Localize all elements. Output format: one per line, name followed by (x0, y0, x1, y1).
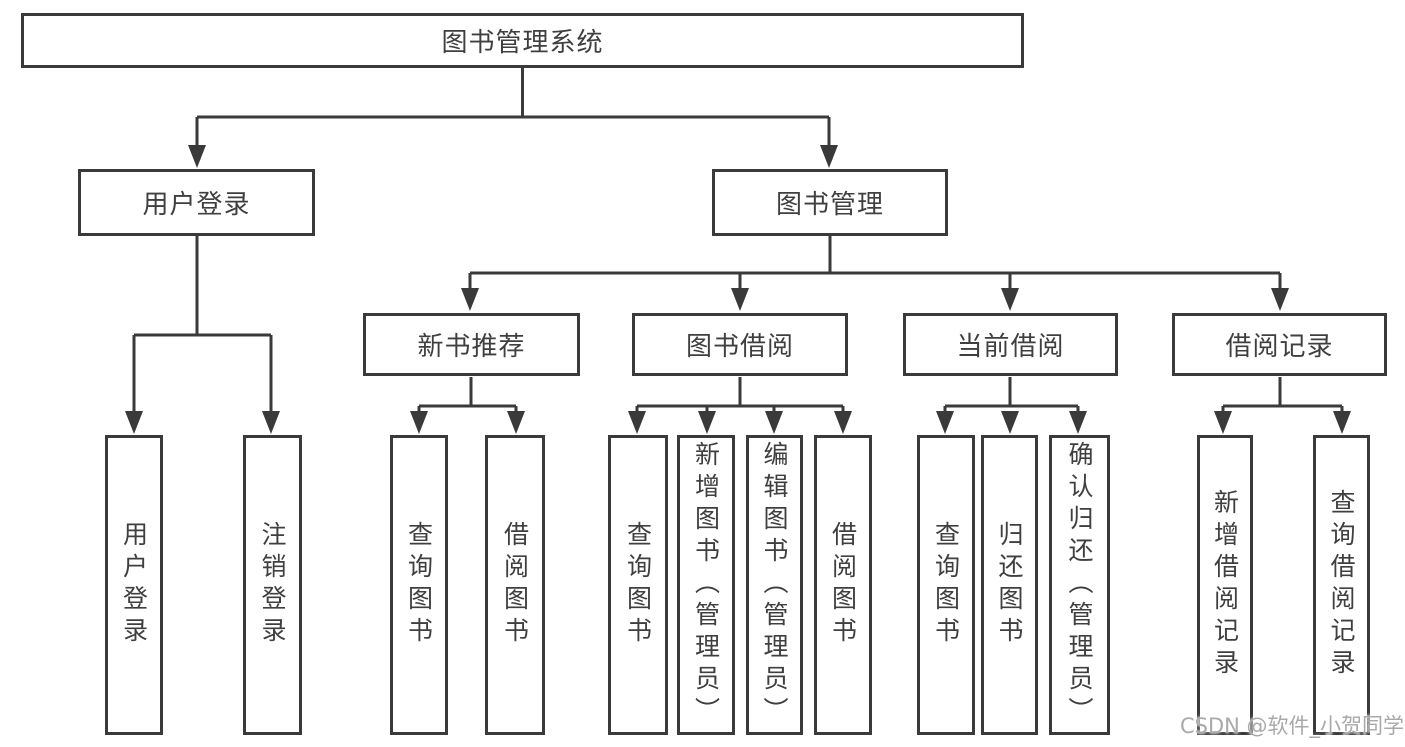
leaf-label: 归还图书 (995, 521, 1024, 649)
watermark: CSDN @软件_小贺同学 (1180, 714, 1405, 738)
node-new-book-recommend: 新书推荐 (363, 313, 580, 376)
leaf-borrow-books: 借阅图书 (814, 435, 872, 735)
leaf-label: 确认归还（管理员） (1065, 441, 1094, 729)
node-label: 借阅记录 (1225, 332, 1334, 362)
leaf-query-books-current: 查询图书 (917, 435, 975, 735)
leaf-add-books-admin: 新增图书（管理员） (677, 435, 735, 735)
node-label: 图书借阅 (685, 332, 794, 362)
leaf-query-borrow-record: 查询借阅记录 (1313, 435, 1370, 735)
leaf-label: 新增图书（管理员） (691, 441, 721, 729)
leaf-add-borrow-record: 新增借阅记录 (1197, 435, 1253, 735)
leaf-logout: 注销登录 (243, 435, 302, 735)
leaf-query-books-borrowing: 查询图书 (608, 435, 668, 735)
leaf-label: 编辑图书（管理员） (760, 441, 789, 729)
leaf-return-books: 归还图书 (981, 435, 1038, 735)
node-borrowing-records: 借阅记录 (1172, 313, 1387, 376)
node-label: 新书推荐 (417, 332, 526, 362)
node-user-login-branch: 用户登录 (78, 169, 315, 236)
node-book-management: 图书管理 (712, 169, 948, 236)
node-current-borrowing: 当前借阅 (903, 313, 1118, 376)
leaf-label: 借阅图书 (500, 521, 530, 649)
leaf-label: 查询图书 (931, 521, 961, 649)
leaf-query-books-recommend: 查询图书 (390, 435, 448, 735)
leaf-label: 用户登录 (119, 521, 149, 649)
node-book-borrowing: 图书借阅 (632, 313, 848, 376)
leaf-borrow-books-recommend: 借阅图书 (485, 435, 545, 735)
leaf-edit-books-admin: 编辑图书（管理员） (746, 435, 803, 735)
leaf-label: 查询借阅记录 (1327, 489, 1356, 681)
node-label: 图书管理系统 (441, 28, 604, 58)
leaf-label: 查询图书 (404, 521, 434, 649)
leaf-label: 查询图书 (623, 521, 653, 649)
leaf-user-login: 用户登录 (105, 435, 163, 735)
leaf-label: 注销登录 (258, 521, 287, 649)
leaf-label: 新增借阅记录 (1210, 489, 1240, 681)
node-library-system: 图书管理系统 (21, 13, 1024, 68)
node-label: 当前借阅 (956, 332, 1065, 362)
leaf-confirm-return-admin: 确认归还（管理员） (1049, 435, 1110, 735)
node-label: 图书管理 (775, 190, 884, 220)
leaf-label: 借阅图书 (828, 521, 858, 649)
node-label: 用户登录 (142, 190, 251, 220)
